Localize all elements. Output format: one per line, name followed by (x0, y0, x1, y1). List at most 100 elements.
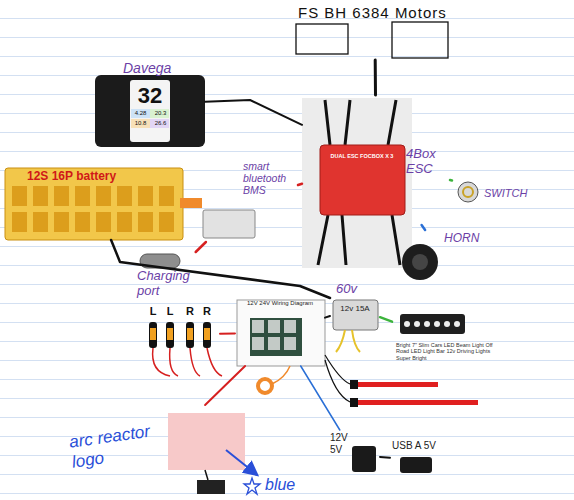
converter-case (333, 300, 378, 330)
motor-box (296, 24, 348, 54)
component-label: 32 (130, 83, 170, 108)
component-label: smart bluetooth BMS (243, 160, 298, 196)
wire-connector (380, 317, 392, 322)
display-field (131, 119, 150, 128)
logo-driver (197, 480, 225, 494)
horn-body (402, 244, 438, 280)
display-field (150, 109, 169, 118)
signal-light (203, 322, 211, 348)
display-field (150, 119, 169, 128)
battery-cells (12, 186, 180, 232)
buck-converter (352, 446, 376, 472)
converter-leads (336, 330, 360, 352)
relay-array (252, 320, 300, 354)
wire-connector (325, 316, 330, 318)
component-label: 12v 15A (335, 304, 375, 313)
dc-converter: 60v 12v 15A (330, 282, 380, 334)
usb-port: USB A 5V (390, 440, 450, 480)
horn-center (412, 254, 428, 270)
wire-connector (220, 332, 235, 334)
relay-panel: 12V 24V Wiring Diagram (235, 298, 325, 366)
wire-connector (111, 240, 330, 298)
display-field (131, 109, 150, 118)
strip-wires (325, 355, 350, 402)
led-strip (358, 382, 438, 387)
led-light-bar: Bright 7" Slim Cars LED Beam Light Off R… (392, 302, 502, 382)
note-label: blue (265, 476, 325, 494)
component-label: L (147, 305, 159, 318)
component-label: 12V 24V Wiring Diagram (239, 300, 321, 307)
leader-arrow (226, 450, 256, 474)
component-label: 12V 5V (330, 432, 352, 455)
bms-case (203, 210, 255, 238)
component-label: R (184, 305, 196, 318)
signal-lamp (167, 328, 173, 340)
bms-module: smart bluetooth BMS (198, 160, 298, 242)
signal-light (186, 322, 194, 348)
relay-base (250, 318, 302, 356)
signal-leads (153, 348, 222, 376)
logo-panel (168, 413, 245, 470)
logo-wire (205, 470, 208, 480)
motor-box (392, 22, 448, 58)
wire-connector (422, 225, 426, 230)
component-label: Bright 7" Slim Cars LED Beam Light Off R… (396, 342, 500, 361)
signal-lamp (150, 328, 156, 340)
usb-converter: 12V 5V (330, 430, 380, 480)
signal-light (166, 322, 174, 348)
esc-board: 4Box ESCDUAL ESC FOCBOX X 3 (302, 95, 450, 225)
battery-pack: 12S 16P battery (5, 168, 188, 240)
wire-connector (205, 366, 245, 405)
wire-connector (374, 60, 377, 95)
turn-signals: LLRR (145, 305, 220, 365)
usb-socket (400, 457, 432, 473)
display-body (95, 75, 205, 147)
esc-photo-bg (302, 98, 412, 268)
strip-connector (350, 380, 358, 389)
balance-ribbon (180, 198, 202, 208)
component-label: L (164, 305, 176, 318)
motor-group: FS BH 6384 Motors (290, 2, 460, 60)
relay-board (237, 300, 325, 366)
component-label: SWITCH (484, 187, 548, 200)
display-screen (130, 80, 170, 142)
battery-body (5, 168, 183, 240)
wire-connector (196, 242, 206, 252)
wire-connector (205, 100, 302, 125)
light-bar-body (400, 314, 465, 334)
component-label: 26.6 (151, 120, 170, 127)
component-label: 4Box ESC (406, 147, 450, 177)
switch-body (458, 182, 478, 202)
component-label: 4.28 (131, 110, 150, 117)
power-switch: SWITCH (452, 178, 552, 210)
star-mark (244, 478, 260, 494)
component-label: 20.3 (151, 110, 170, 117)
component-label: 12S 16P battery (27, 170, 177, 184)
strip-connector (350, 398, 358, 407)
signal-lamp (204, 328, 210, 340)
wire-connector (298, 184, 302, 185)
component-label: 60v (336, 282, 378, 297)
wire-connector (188, 201, 198, 204)
signal-light (149, 322, 157, 348)
wire-connector (450, 179, 452, 182)
charging-port: Charging port (135, 252, 205, 302)
signal-lamp (187, 328, 193, 340)
component-label: Charging port (137, 269, 203, 299)
component-label: FS BH 6384 Motors (298, 4, 460, 21)
push-button (258, 379, 272, 393)
wire-connector (380, 456, 390, 459)
wire-connector (301, 366, 340, 430)
component-label: USB A 5V (392, 440, 448, 452)
component-label: Davega (123, 60, 183, 76)
component-label: arc reactor logo (68, 419, 172, 472)
switch-ring (463, 187, 473, 197)
led-strip (358, 400, 478, 405)
arc-reactor-logo: arc reactor logo (68, 405, 250, 495)
horn: HORN (398, 230, 493, 288)
component-label: R (201, 305, 213, 318)
davega-display: Davega324.2820.310.826.6 (95, 60, 205, 148)
